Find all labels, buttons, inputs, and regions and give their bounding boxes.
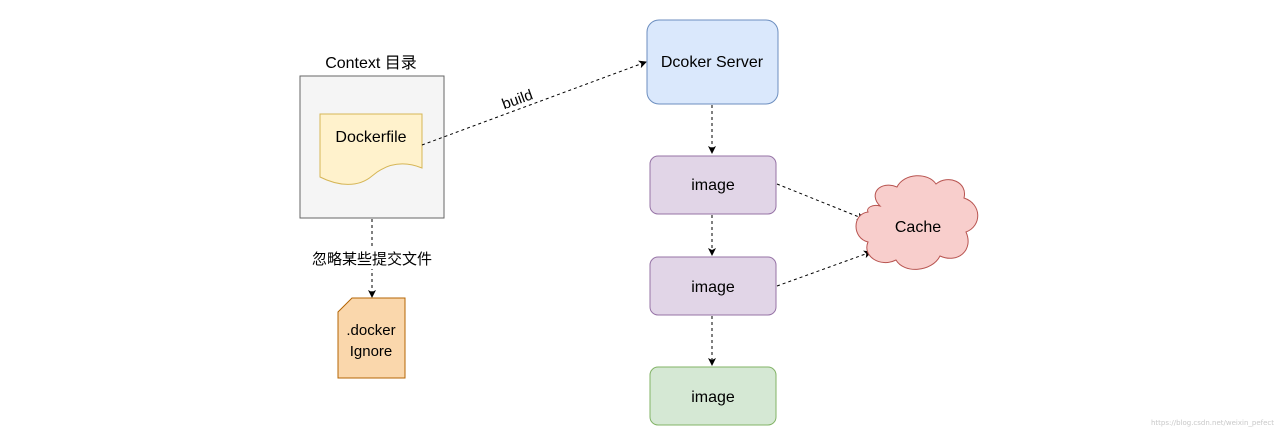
dockerignore-node[interactable] (337, 297, 406, 379)
cache-cloud-node[interactable] (855, 175, 979, 270)
dockerignore-label-line2: Ignore (350, 343, 393, 360)
context-dir-title: Context 目录 (325, 54, 417, 72)
dockerignore-label-line1: .docker (346, 322, 395, 339)
watermark-text: https://blog.csdn.net/weixin_pefect (1151, 419, 1274, 427)
docker-server-label: Dcoker Server (661, 54, 764, 71)
cache-label: Cache (895, 219, 941, 236)
dockerfile-node[interactable] (319, 113, 423, 185)
image-layer-1-label: image (691, 177, 735, 194)
dockerfile-label: Dockerfile (335, 129, 406, 146)
docker-server-node[interactable] (646, 19, 779, 105)
image-layer-final-label: image (691, 389, 735, 406)
build-edge-label: build (500, 86, 536, 113)
ignore-edge-label: 忽略某些提交文件 (312, 250, 432, 268)
image-layer-final[interactable] (649, 366, 777, 426)
image-layer-2-label: image (691, 279, 735, 296)
image-2-to-cache-edge[interactable] (776, 250, 872, 287)
image-layer-2[interactable] (649, 256, 777, 316)
build-edge[interactable] (421, 60, 647, 146)
image-layer-1[interactable] (649, 155, 777, 215)
image-1-to-cache-edge[interactable] (776, 183, 865, 221)
ignore-edge-label-bg (304, 247, 442, 269)
